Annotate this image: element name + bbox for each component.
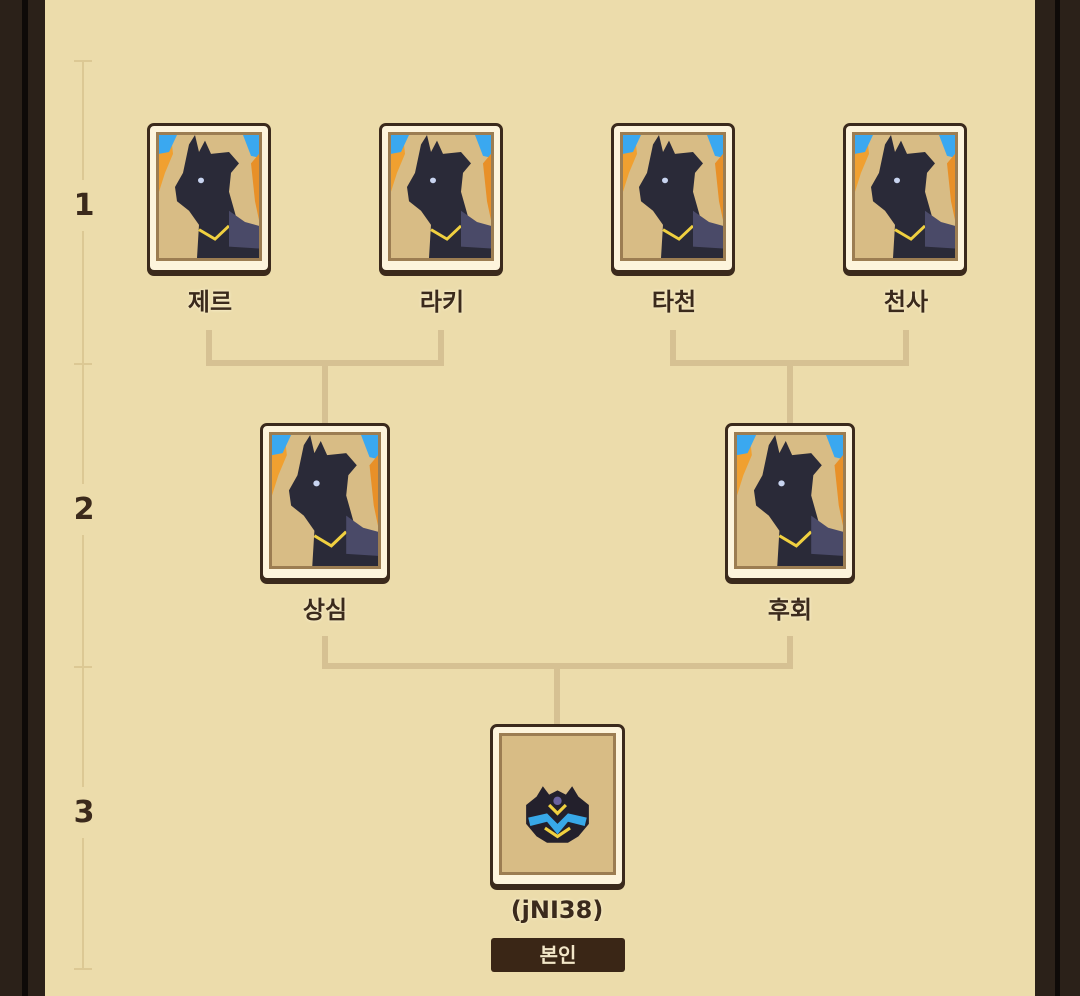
frame-edge: [1055, 0, 1060, 996]
dragon-pet-icon: [623, 135, 723, 258]
scale-tick: [74, 666, 92, 668]
pet-name: 상심: [302, 596, 348, 624]
frame-edge: [22, 0, 28, 996]
dragon-pet-icon: [272, 435, 378, 566]
connector: [787, 636, 793, 668]
pet-card-gen2[interactable]: [725, 423, 855, 581]
self-badge: 본인: [491, 938, 625, 972]
connector: [438, 330, 444, 366]
scale-tick: [74, 60, 92, 62]
generation-label: 2: [64, 484, 104, 535]
connector: [322, 636, 328, 668]
connector: [787, 360, 793, 424]
connector: [206, 330, 212, 366]
egg-icon: [526, 786, 589, 843]
scale-tick: [74, 363, 92, 365]
pet-card-gen1[interactable]: [147, 123, 271, 273]
scale-tick: [74, 968, 92, 970]
pet-name: 타천: [651, 288, 697, 316]
connector: [903, 330, 909, 366]
pet-name: 천사: [883, 288, 929, 316]
connector: [670, 330, 676, 366]
generation-label: 1: [64, 180, 104, 231]
pet-name: 라키: [419, 288, 465, 316]
pet-card-gen1[interactable]: [611, 123, 735, 273]
connector: [554, 663, 560, 725]
pet-name: 후회: [767, 596, 813, 624]
pet-name: 제르: [187, 288, 233, 316]
generation-label: 3: [64, 787, 104, 838]
pet-card-gen2[interactable]: [260, 423, 390, 581]
dragon-pet-icon: [737, 435, 843, 566]
pet-card-gen1[interactable]: [843, 123, 967, 273]
pet-card-gen1[interactable]: [379, 123, 503, 273]
pet-card-self[interactable]: [490, 724, 625, 887]
dragon-pet-icon: [855, 135, 955, 258]
pet-name: (jNI38): [510, 896, 604, 924]
connector: [322, 360, 328, 424]
dragon-pet-icon: [159, 135, 259, 258]
dragon-pet-icon: [391, 135, 491, 258]
